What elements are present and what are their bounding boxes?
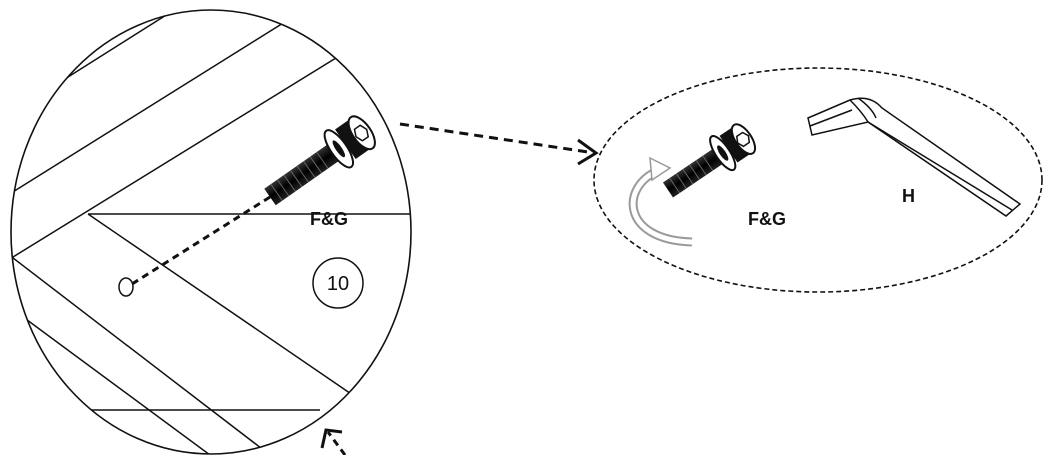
- panel-edges: [11, 10, 411, 454]
- rotation-arrow-icon: [628, 156, 693, 247]
- label-hex-key: H: [902, 186, 915, 206]
- step-number: 10: [327, 273, 349, 295]
- bolt-icon: [264, 115, 376, 206]
- screw-hole: [118, 277, 134, 297]
- detail-magnifier-circle: [10, 9, 412, 455]
- parts-callout-ellipse: [593, 67, 1043, 293]
- callout-arrow: [399, 122, 599, 166]
- bolt-icon-zoom: [662, 123, 757, 198]
- bottom-pointer-arrow: [320, 428, 347, 455]
- insertion-guide-line: [131, 195, 271, 286]
- label-screw-washer-left: F&G: [310, 209, 348, 229]
- hex-key-icon: [807, 97, 1022, 217]
- label-screw-washer-right: F&G: [748, 209, 786, 229]
- step-number-badge: 10: [312, 257, 364, 309]
